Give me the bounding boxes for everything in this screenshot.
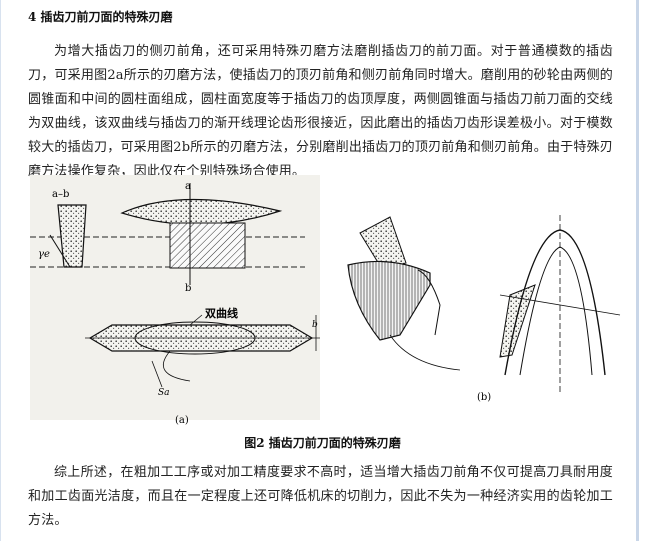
figure-caption: 图2 插齿刀前刀面的特殊刃磨 [244,436,401,450]
label-hyperbola: 双曲线 [205,306,238,320]
cutter-body-section [169,222,246,269]
label-a: a [185,181,191,192]
panel-label-b: (b) [477,392,491,403]
leader-line-b [389,334,461,371]
cutter-tooth-section [57,204,87,268]
figure-drawing: a–b γe a b 双曲线 b Sa (a) (b) [30,175,625,426]
hyperbola-pointer [189,314,203,326]
label-b-small: b [312,320,318,330]
section-heading: 4 插齿刀前刀面的特殊刃磨 [28,10,173,24]
cutter-edge [417,269,441,336]
label-gamma: γe [38,249,50,260]
label-s: Sa [158,388,170,398]
tooth-reference-line [499,294,621,316]
label-a-b: a–b [52,189,69,200]
cutter-cylinder [347,260,431,341]
angle-line [49,234,71,268]
paragraph-summary: 综上所述，在粗加工工序或对加工精度要求不高时，适当增大插齿刀前角不仅可提高刀具耐… [28,465,613,528]
small-grinding-wheel [359,216,407,270]
dimension-s [151,360,163,388]
figure-2: a–b γe a b 双曲线 b Sa (a) (b) [30,175,630,435]
inclined-grinding-wheel [499,284,536,358]
leader-line [163,350,191,382]
panel-label-a: (a) [175,415,189,426]
label-b: b [185,283,191,294]
paragraph-intro: 为增大插齿刀的侧刃前角，还可采用特殊刃磨方法磨削插齿刀的前刀面。对于普通模数的插… [28,44,613,179]
